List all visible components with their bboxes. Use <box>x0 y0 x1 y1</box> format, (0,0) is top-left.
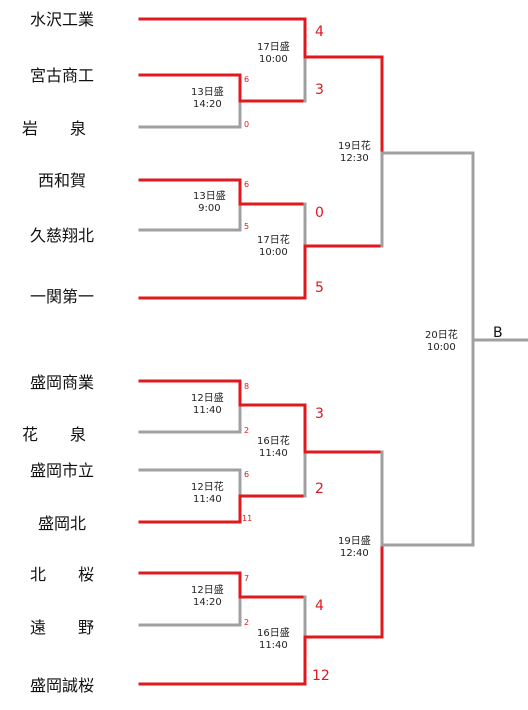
score: 2 <box>244 426 250 435</box>
score: 6 <box>244 180 250 189</box>
score: 4 <box>315 24 324 40</box>
score: 6 <box>244 75 250 84</box>
score: 3 <box>315 406 324 422</box>
score: 0 <box>315 205 324 221</box>
score: 8 <box>244 382 250 391</box>
score: 2 <box>315 481 324 497</box>
team-name: 水沢工業 <box>30 10 95 29</box>
team-name: 久慈翔北 <box>30 226 95 245</box>
team-name: 岩 泉 <box>22 119 87 138</box>
score: 12 <box>312 668 330 684</box>
team-name: 花 泉 <box>22 425 87 444</box>
block-label: B <box>493 325 503 341</box>
score: 11 <box>242 514 253 523</box>
team-name: 北 桜 <box>30 565 95 584</box>
score: 7 <box>244 574 250 583</box>
team-name: 一関第一 <box>30 287 95 306</box>
team-name: 盛岡商業 <box>30 373 95 392</box>
score: 4 <box>315 598 324 614</box>
score: 3 <box>315 82 324 98</box>
score: 2 <box>244 618 250 627</box>
team-name: 西和賀 <box>38 171 87 190</box>
team-name: 宮古商工 <box>30 66 95 85</box>
score: 6 <box>244 470 250 479</box>
team-name: 遠 野 <box>30 618 95 637</box>
score: 0 <box>244 120 250 129</box>
team-name: 盛岡誠桜 <box>30 676 95 695</box>
score: 5 <box>244 222 250 231</box>
team-name: 盛岡市立 <box>30 461 95 480</box>
score: 5 <box>315 280 324 296</box>
team-name: 盛岡北 <box>38 514 87 533</box>
